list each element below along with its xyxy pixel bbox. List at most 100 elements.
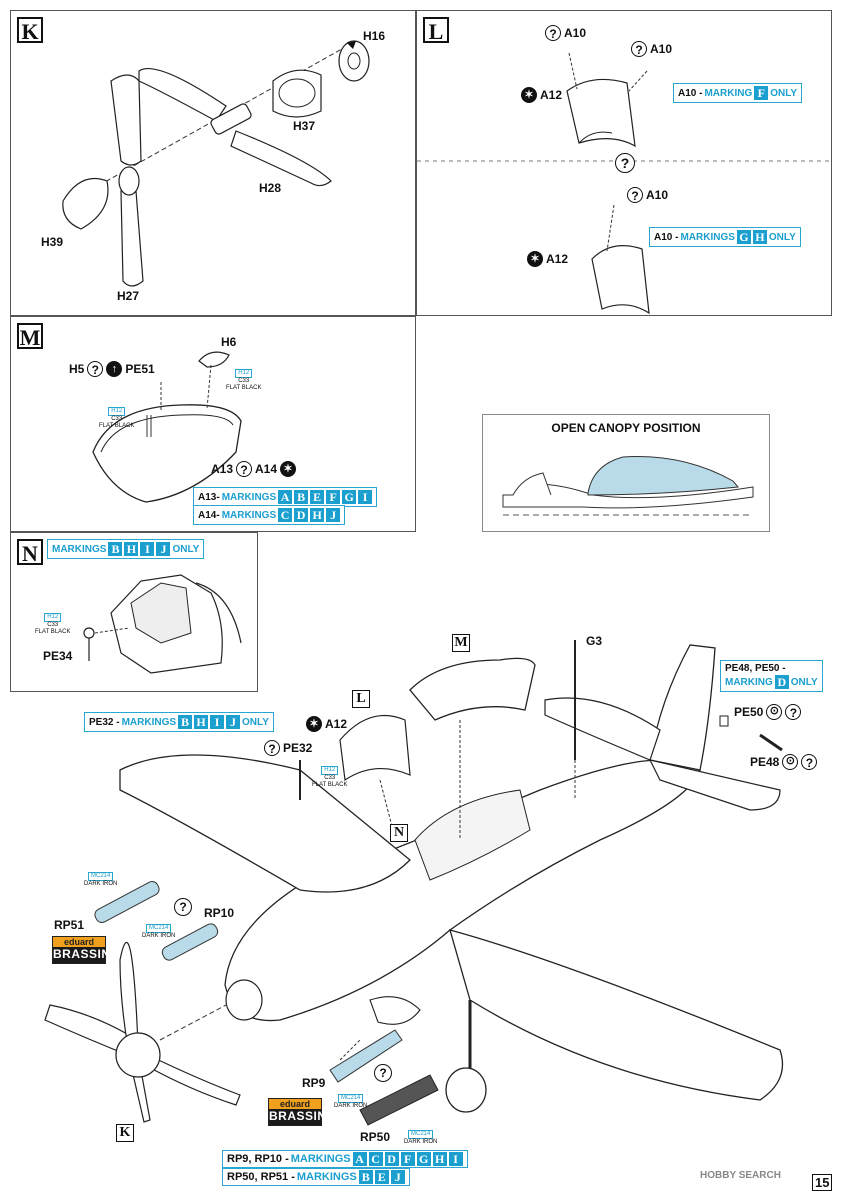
unknown-color-icon: ? (87, 361, 104, 377)
paint-name: FLAT BLACK (99, 423, 135, 429)
label-a14: A14 (255, 462, 278, 476)
hobby-search-watermark: HOBBY SEARCH (700, 1170, 781, 1181)
note-part: A10 - (654, 231, 679, 243)
step-letter-k: K (17, 17, 43, 44)
brassin-top-text: eduard (269, 1099, 321, 1109)
part-label-h28: H28 (259, 181, 282, 195)
l-bottom-a12: ✶A12 (527, 251, 568, 267)
note-text: MARKINGS (221, 509, 277, 521)
marking-tag: D (294, 508, 309, 522)
label-a12: A12 (540, 88, 563, 102)
main-label-a12: ✶A12 (306, 716, 347, 732)
label-a10: A10 (650, 42, 673, 56)
pe32-marking-note: PE32 - MARKINGS B H I J ONLY (84, 712, 274, 732)
paint-name: DARK IRON (84, 881, 118, 887)
l-bottom-a10: ?A10 (627, 187, 668, 203)
l-center-question: ? (615, 153, 635, 173)
brassin-logo-bottom: eduard BRASSIN (268, 1098, 327, 1126)
step-ref-l: L (352, 690, 370, 708)
step-ref-n: N (390, 824, 408, 842)
label-a13: A13 (211, 462, 234, 476)
m-label-h5-pe51: H5 ? ↑ PE51 (69, 361, 155, 377)
photoetch-icon: ↑ (106, 361, 123, 377)
unknown-color-icon: ? (264, 740, 280, 756)
part-label-h16: H16 (363, 29, 386, 43)
label-pe48: PE48 (750, 755, 780, 769)
paint-name: DARK IRON (334, 1103, 368, 1109)
label-a12: A12 (325, 717, 348, 731)
unknown-color-icon: ? (785, 704, 802, 720)
marking-tag: J (156, 542, 171, 556)
marking-tag: I (358, 490, 373, 504)
m-label-h6: H6 (221, 335, 237, 349)
main-label-g3: G3 (586, 634, 603, 648)
l-top-a10-right: ?A10 (631, 41, 672, 57)
pe32-paint-callout: H12 C33 FLAT BLACK (312, 766, 347, 789)
note-text: MARKINGS (296, 1171, 357, 1183)
marking-tag: F (400, 1152, 415, 1166)
label-pe51: PE51 (125, 362, 155, 376)
brassin-top-text: eduard (53, 937, 105, 947)
m-label-a13-a14: A13 ? A14 ✶ (211, 461, 297, 477)
unknown-color-icon: ? (801, 754, 818, 770)
open-canopy-title: OPEN CANOPY POSITION (551, 421, 701, 435)
m-note-a14: A14- MARKINGS C D H J (193, 505, 346, 525)
marking-tag: D (774, 675, 789, 689)
marking-tag: J (326, 508, 341, 522)
photoetch-bend-icon: ⊙ (766, 704, 783, 720)
note-text: MARKINGS (290, 1153, 351, 1165)
note-text: MARKINGS (680, 231, 735, 243)
note-part: PE48, PE50 - (725, 663, 786, 674)
label-a10: A10 (646, 188, 669, 202)
marking-tag: G (736, 230, 751, 244)
cockpit-seat-drawing (83, 574, 242, 674)
rp9-paint-callout: MC214 DARK IRON (334, 1094, 367, 1110)
page-number: 15 (812, 1174, 833, 1191)
paint-name: DARK IRON (142, 933, 176, 939)
step-ref-m: M (452, 634, 470, 652)
n-label-pe34: PE34 (43, 649, 73, 663)
panel-step-k: K H16 H37 H28 H39 H27 (10, 10, 416, 316)
brassin-bottom-text: BRASSIN (269, 1109, 327, 1123)
marking-tag: A (352, 1152, 367, 1166)
paint-code: H12 (321, 766, 339, 775)
marking-tag: H (432, 1152, 447, 1166)
note-suffix: ONLY (242, 716, 269, 728)
paint-code: H12 (44, 613, 62, 622)
marking-tag: B (294, 490, 309, 504)
label-h5: H5 (69, 362, 85, 376)
main-label-pe48: PE48 ⊙ ? (750, 754, 818, 770)
star-marking-icon: ✶ (306, 716, 322, 732)
open-canopy-drawing (502, 456, 754, 516)
paint-code-2: C33 (47, 622, 59, 628)
paint-code-2: C33 (238, 378, 250, 384)
paint-code-2: C33 (324, 775, 336, 781)
panel-step-l: L ?A10 ?A10 ✶A12 A10 - MARKING F ONLY ? … (416, 10, 833, 316)
m-note-a13: A13- MARKINGS A B E F G I (193, 487, 378, 507)
n-marking-note: MARKINGS B H I J ONLY (47, 539, 205, 559)
brassin-logo-top: eduard BRASSIN (52, 936, 110, 964)
canopy-drawing-m (92, 351, 242, 503)
note-suffix: ONLY (790, 676, 818, 688)
part-label-h39: H39 (41, 235, 64, 249)
l-bottom-marking-note: A10 - MARKINGS G H ONLY (649, 227, 801, 247)
m-paint-callout-left: H12 C33 FLAT BLACK (99, 407, 134, 430)
marking-tag: G (416, 1152, 431, 1166)
marking-tag: I (140, 542, 155, 556)
star-marking-icon: ✶ (280, 461, 297, 477)
star-marking-icon: ✶ (521, 87, 537, 103)
note-suffix: ONLY (770, 87, 798, 99)
marking-tag: H (194, 715, 209, 729)
bottom-note-rp9-rp10: RP9, RP10 - MARKINGS A C D F G H I (222, 1150, 468, 1168)
label-pe32: PE32 (283, 741, 313, 755)
note-part: RP50, RP51 - (227, 1171, 295, 1183)
n-paint-callout: H12 C33 FLAT BLACK (35, 613, 70, 636)
step-letter-n: N (17, 539, 43, 566)
l-top-a12: ✶A12 (521, 87, 562, 103)
paint-name: FLAT BLACK (226, 385, 262, 391)
main-label-rp51: RP51 (54, 918, 85, 932)
marking-tag: B (108, 542, 123, 556)
paint-code: H12 (108, 407, 126, 416)
marking-tag: H (752, 230, 767, 244)
step-letter-m: M (17, 323, 43, 350)
